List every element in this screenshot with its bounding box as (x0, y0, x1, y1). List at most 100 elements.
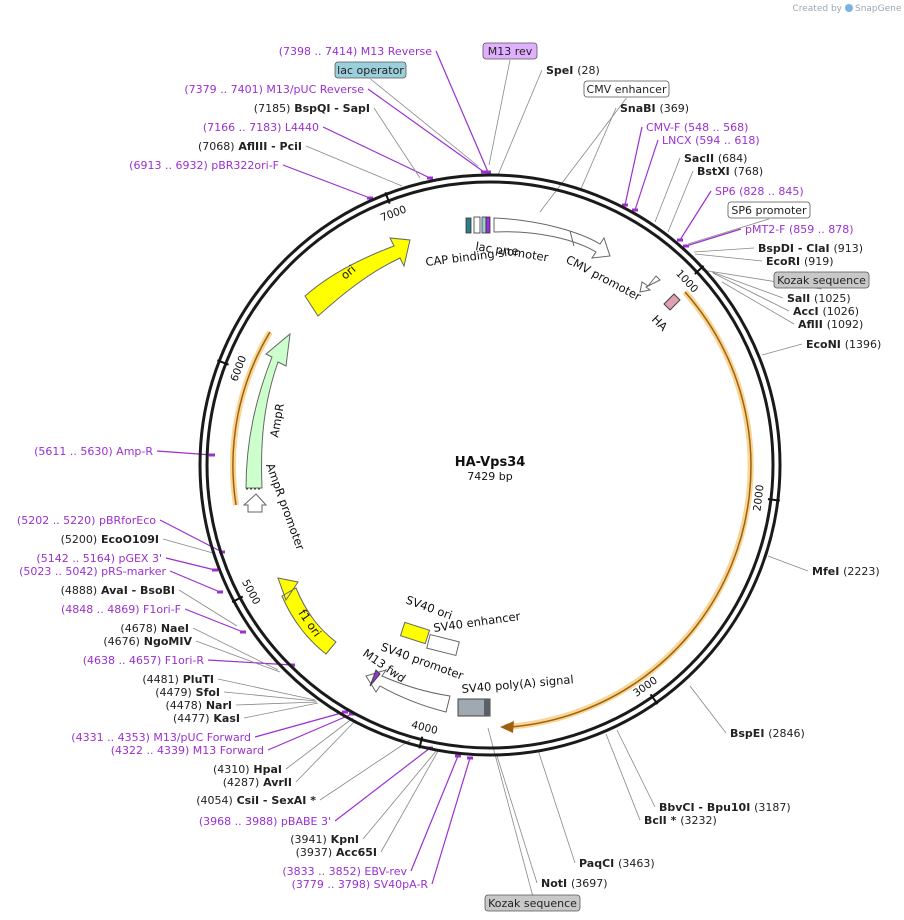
orf-arc[interactable] (504, 290, 754, 730)
cap-binding-site-feature[interactable] (465, 217, 472, 234)
site-labels: (7398 .. 7414) M13 Reverse (7379 .. 7401)… (17, 45, 881, 891)
boxed-leader-line (488, 59, 511, 166)
enzyme-label[interactable]: AflII (1092) (798, 318, 863, 331)
enzyme-leader-line (497, 69, 543, 176)
primer-label[interactable]: (6913 .. 6932) pBR322ori-F (129, 159, 279, 172)
ori-feature[interactable] (304, 237, 411, 317)
feature-tag-box[interactable] (583, 80, 670, 98)
feature-tag-box[interactable] (334, 61, 407, 79)
enzyme-label[interactable]: (3937) Acc65I (296, 846, 377, 859)
primer-label[interactable]: (5202 .. 5220) pBRforEco (17, 514, 156, 527)
m13-rev-feature[interactable] (485, 216, 491, 234)
primer-label[interactable]: (4331 .. 4353) M13/pUC Forward (71, 731, 251, 744)
enzyme-label[interactable]: SacII (684) (684, 152, 747, 165)
primer-label[interactable]: pMT2-F (859 .. 878) (745, 223, 854, 236)
primer-label[interactable]: (5023 .. 5042) pRS-marker (19, 565, 166, 578)
enzyme-label[interactable]: (7068) AflIII - PciI (198, 140, 302, 153)
primer-leader-line (624, 126, 643, 206)
enzyme-label[interactable]: (7185) BspQI - SapI (254, 102, 370, 115)
enzyme-leader-line (319, 739, 411, 801)
enzyme-leader-line (243, 702, 319, 719)
enzyme-label[interactable]: (4479) SfoI (155, 686, 220, 699)
enzyme-label[interactable]: BspEI (2846) (730, 727, 805, 740)
enzyme-label[interactable]: (4477) KasI (173, 712, 240, 725)
enzyme-leader-line (380, 750, 439, 853)
sv40-enhancer-feature[interactable] (426, 633, 460, 657)
m13-fwd-feature[interactable] (369, 669, 381, 687)
ring-tick-label: 7000 (379, 203, 408, 224)
plasmid-name: HA-Vps34 (455, 455, 526, 470)
enzyme-label[interactable]: (4888) AvaI - BsoBI (61, 584, 175, 597)
enzyme-label[interactable]: (4310) HpaI (213, 763, 282, 776)
f1-ori-feature[interactable] (277, 577, 337, 655)
enzyme-leader-line (767, 555, 809, 572)
primer-leader-line (254, 711, 346, 738)
orf-arrowhead (500, 721, 514, 733)
lac-operator-feature[interactable] (481, 216, 487, 234)
enzyme-leader-line (667, 170, 694, 233)
feature-tag-box[interactable] (773, 271, 870, 289)
primer-label[interactable]: (3779 .. 3798) SV40pA-R (292, 878, 429, 891)
enzyme-label[interactable]: BbvCI - Bpu10I (3187) (659, 801, 791, 814)
primer-label[interactable]: (5142 .. 5164) pGEX 3' (36, 552, 162, 565)
ha-tag-feature[interactable] (663, 293, 681, 311)
enzyme-label[interactable]: BstXI (768) (697, 165, 763, 178)
enzyme-leader-line (305, 145, 403, 187)
lac-promoter-feature[interactable] (473, 216, 481, 234)
feature-tag-box[interactable] (727, 201, 811, 219)
enzyme-leader-line (362, 749, 438, 840)
ampr-feature[interactable] (245, 332, 291, 489)
sp6-promoter-feature[interactable] (639, 275, 661, 293)
enzyme-label[interactable]: (5200) EcoO109I (61, 533, 159, 546)
watermark-brand: SnapGene (855, 4, 902, 14)
ring-tick (694, 265, 705, 275)
enzyme-label[interactable]: (4478) NarI (165, 699, 232, 712)
primer-label[interactable]: (3968 .. 3988) pBABE 3' (199, 815, 331, 828)
sv40-ori-feature[interactable] (399, 621, 431, 645)
primer-label[interactable]: (7166 .. 7183) L4440 (203, 121, 319, 134)
ampr-promoter-feature[interactable] (242, 493, 268, 513)
enzyme-label[interactable]: EcoRI (919) (766, 255, 834, 268)
enzyme-label[interactable]: BspDI - ClaI (913) (758, 242, 863, 255)
feature-tag-box[interactable] (484, 894, 581, 912)
feature-tag-label: CMV enhancer (587, 83, 667, 96)
enzyme-label[interactable]: (4481) PluTI (142, 673, 214, 686)
enzyme-label[interactable]: NotI (3697) (541, 877, 608, 890)
primer-label[interactable]: (4848 .. 4869) F1ori-F (61, 603, 181, 616)
enzyme-label[interactable]: EcoNI (1396) (806, 338, 881, 351)
primer-label[interactable]: CMV-F (548 .. 568) (646, 121, 748, 134)
enzyme-label[interactable]: (4676) NgoMIV (103, 635, 192, 648)
enzyme-label[interactable]: SnaBI (369) (620, 102, 689, 115)
primer-site-mark (427, 176, 433, 180)
primer-site-mark (209, 453, 215, 457)
enzyme-label[interactable]: SpeI (28) (546, 64, 600, 77)
enzyme-label[interactable]: AccI (1026) (793, 305, 859, 318)
primer-label[interactable]: SP6 (828 .. 845) (715, 185, 804, 198)
orf-arc-left-core (232, 331, 271, 506)
cmv-promoter-feature[interactable] (493, 217, 611, 259)
enzyme-label[interactable]: BclI * (3232) (644, 814, 717, 827)
enzyme-label[interactable]: (4054) CsiI - SexAI * (196, 794, 316, 807)
primer-site-mark (683, 244, 689, 248)
primer-leader-line (322, 126, 431, 179)
enzyme-label[interactable]: MfeI (2223) (812, 565, 880, 578)
enzyme-label[interactable]: SalI (1025) (787, 292, 851, 305)
feature-tag-label: M13 rev (488, 45, 533, 58)
primer-leader-line (685, 228, 742, 247)
enzyme-label[interactable]: (4678) NaeI (120, 622, 189, 635)
primer-label[interactable]: (3833 .. 3852) EBV-rev (282, 865, 407, 878)
enzyme-label[interactable]: PaqCI (3463) (579, 857, 655, 870)
enzyme-leader-line (694, 253, 763, 262)
primer-label[interactable]: (7379 .. 7401) M13/pUC Reverse (184, 83, 364, 96)
primer-label[interactable]: (7398 .. 7414) M13 Reverse (279, 45, 432, 58)
feature-tag-box[interactable] (482, 42, 538, 60)
primer-label[interactable]: (4638 .. 4657) F1ori-R (83, 654, 205, 667)
enzyme-label[interactable]: (3941) KpnI (290, 833, 359, 846)
primer-label[interactable]: (5611 .. 5630) Amp-R (34, 445, 153, 458)
primer-site-mark (212, 568, 218, 572)
primer-label[interactable]: (4322 .. 4339) M13 Forward (111, 744, 264, 757)
enzyme-label[interactable]: (4287) AvrII (223, 776, 292, 789)
primer-site-mark (217, 590, 223, 594)
primer-label[interactable]: LNCX (594 .. 618) (662, 134, 760, 147)
primer-site-mark (632, 208, 638, 212)
